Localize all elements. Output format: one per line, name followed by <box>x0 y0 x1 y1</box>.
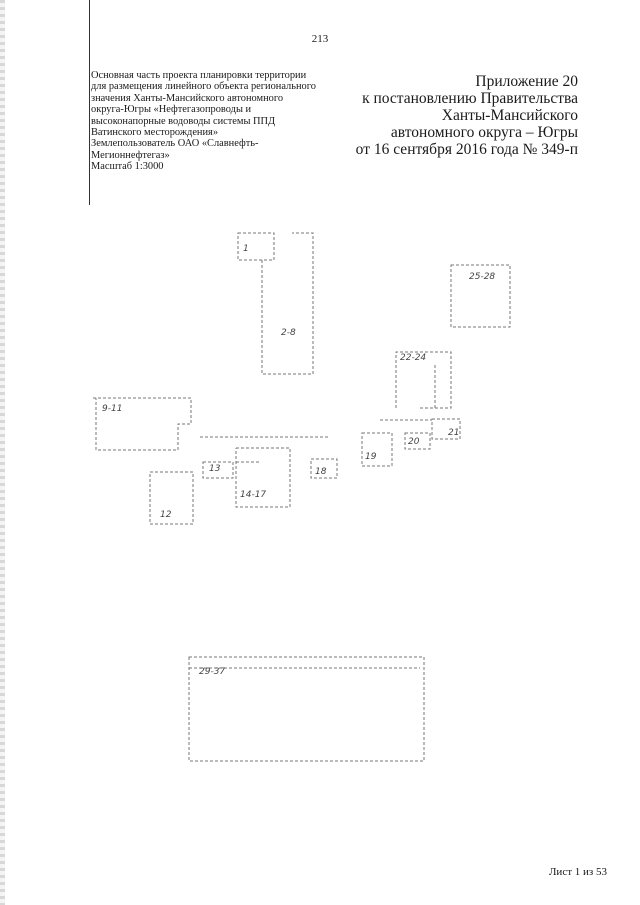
land-user-line: Землепользователь ОАО «Славнефть- <box>91 138 259 150</box>
parcel-13-outline <box>202 461 234 479</box>
parcel-label-9-11: 9-11 <box>102 404 123 414</box>
parcel-label-29-37: 29-37 <box>199 667 226 677</box>
scanned-page-edge <box>0 0 5 905</box>
parcel-label-14-17: 14-17 <box>240 490 267 500</box>
parcel-label-20: 20 <box>408 437 420 447</box>
parcel-21-outline <box>431 418 461 440</box>
parcel-label-21: 21 <box>448 428 460 438</box>
parcel-label-18: 18 <box>315 467 327 477</box>
parcel-19-outline <box>361 432 393 467</box>
project-description-line: Основная часть проекта планировки террит… <box>91 70 307 81</box>
parcel-1-outline <box>237 232 275 261</box>
margin-line <box>89 0 90 205</box>
parcel-label-2-8: 2-8 <box>281 328 296 338</box>
project-description: Основная часть проекта планировки террит… <box>91 70 331 173</box>
land-user-line: Мегионнефтегаз» <box>91 149 170 161</box>
parcel-label-13: 13 <box>209 464 221 474</box>
parcel-label-25-28: 25-28 <box>469 272 496 282</box>
appendix-line: Ханты-Мансийского <box>441 107 578 124</box>
project-description-line: Ватинского месторождения» <box>91 127 219 139</box>
page-number: 213 <box>311 33 329 45</box>
appendix-date-line: от 16 сентября 2016 года № 349-п <box>355 141 578 158</box>
project-description-line: значения Ханты-Мансийского автономного <box>91 92 284 104</box>
parcel-label-22-24: 22-24 <box>400 353 427 363</box>
parcel-22-24-outline <box>395 351 452 409</box>
appendix-line: к постановлению Правительства <box>362 90 578 107</box>
sheet-counter: Лист 1 из 53 <box>548 866 607 878</box>
project-description-line: для размещения линейного объекта региона… <box>91 81 316 93</box>
scale-line: Масштаб 1:3000 <box>91 161 164 173</box>
parcel-25-28-outline <box>450 264 511 328</box>
parcel-14-17-outline <box>235 447 291 508</box>
appendix-title: Приложение 20 <box>475 73 578 90</box>
parcel-18-outline <box>310 458 338 479</box>
appendix-line: автономного округа – Югры <box>390 124 578 141</box>
parcel-29-37-outline <box>188 656 425 762</box>
project-description-line: округа-Югры «Нефтегазопроводы и <box>91 104 252 116</box>
parcel-20-outline <box>404 432 431 450</box>
parcel-label-1: 1 <box>243 244 249 254</box>
parcel-9-11-outline <box>93 397 192 451</box>
parcel-label-19: 19 <box>365 452 377 462</box>
appendix-header: Приложение 20 к постановлению Правительс… <box>356 73 578 158</box>
parcel-label-12: 12 <box>160 510 172 520</box>
parcel-12-outline <box>149 471 194 525</box>
project-description-line: высоконапорные водоводы системы ППД <box>91 115 276 127</box>
parcel-2-8-outline <box>261 232 314 375</box>
